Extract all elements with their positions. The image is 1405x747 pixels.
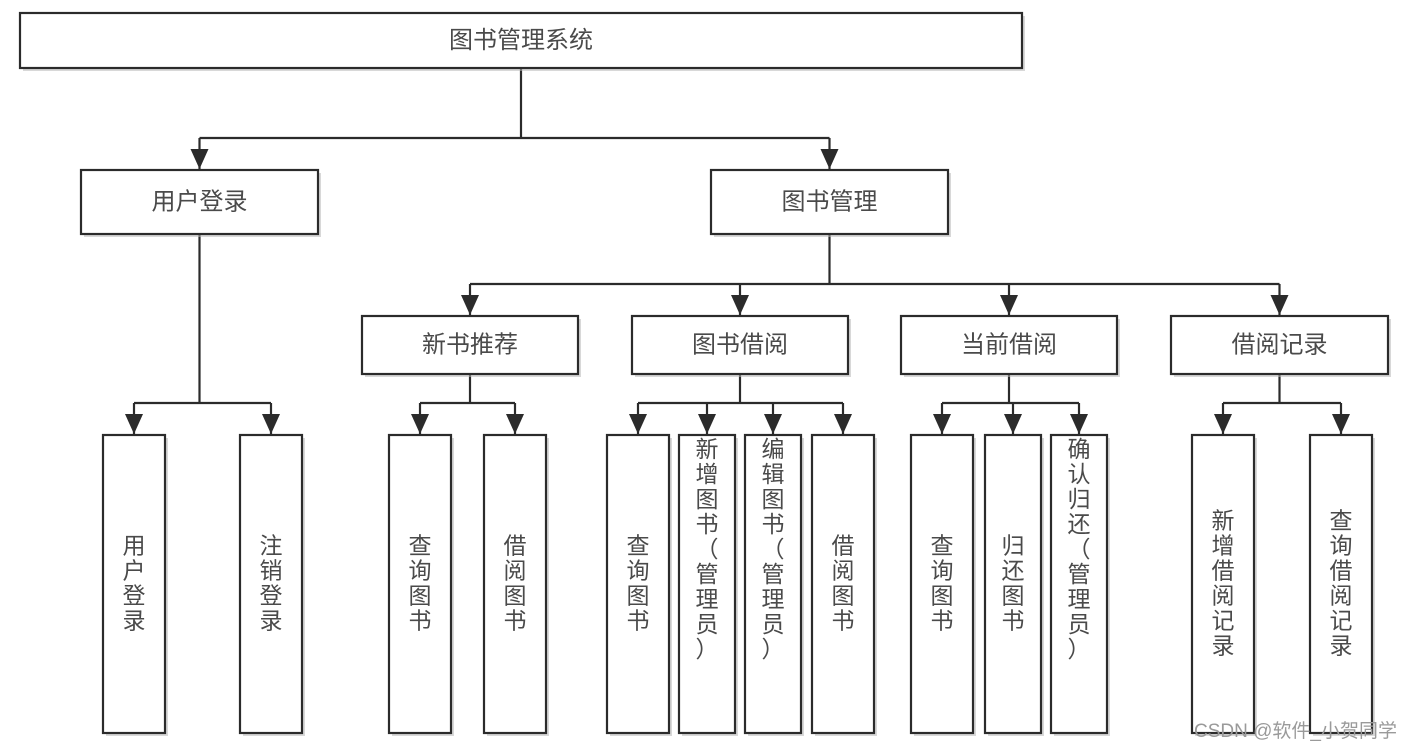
- node-user-login[interactable]: 用户登录: [79, 168, 321, 237]
- node-rect[interactable]: [709, 168, 950, 236]
- node-rect[interactable]: [630, 314, 850, 376]
- watermark-text: CSDN @软件_小贺同学: [1194, 721, 1397, 742]
- node-label: 借阅记录: [1232, 331, 1328, 358]
- arrow-head-icon: [411, 414, 429, 434]
- node-rect[interactable]: [1190, 433, 1256, 735]
- node-rect[interactable]: [360, 314, 580, 376]
- node-leaf-add-borrow-record[interactable]: 新增借阅记录: [1190, 433, 1257, 736]
- node-leaf-query-borrow-record[interactable]: 查询借阅记录: [1308, 433, 1375, 736]
- node-rect[interactable]: [79, 168, 320, 236]
- arrow-head-icon: [764, 414, 782, 434]
- node-leaf-logout[interactable]: 注销登录: [238, 433, 305, 736]
- node-leaf-confirm-return[interactable]: 确认归还（管理员）: [1049, 433, 1110, 736]
- arrow-head-icon: [1332, 414, 1350, 434]
- arrow-head-icon: [125, 414, 143, 434]
- node-label: 图书借阅: [692, 331, 788, 358]
- node-label: 查询图书: [931, 533, 954, 634]
- edges-layer: [125, 68, 1350, 434]
- node-book-management[interactable]: 图书管理: [709, 168, 951, 237]
- node-label: 新增图书（管理员）: [696, 436, 719, 662]
- node-label: 查询借阅记录: [1330, 508, 1353, 659]
- node-rect[interactable]: [605, 433, 671, 735]
- node-rect[interactable]: [983, 433, 1043, 735]
- arrow-head-icon: [1070, 414, 1088, 434]
- node-leaf-query-book-borrow[interactable]: 查询图书: [605, 433, 672, 736]
- node-rect[interactable]: [1049, 433, 1109, 735]
- node-leaf-return-book[interactable]: 归还图书: [983, 433, 1044, 736]
- node-rect[interactable]: [743, 433, 803, 735]
- node-label: 查询图书: [409, 533, 432, 634]
- node-rect[interactable]: [810, 433, 876, 735]
- node-rect[interactable]: [238, 433, 304, 735]
- node-label: 用户登录: [152, 188, 248, 215]
- arrow-head-icon: [1214, 414, 1232, 434]
- arrow-head-icon: [1004, 414, 1022, 434]
- node-new-book-recommend[interactable]: 新书推荐: [360, 314, 581, 377]
- node-label: 注销登录: [260, 533, 283, 634]
- node-label: 新书推荐: [422, 331, 518, 358]
- node-label: 图书管理: [782, 188, 878, 215]
- node-rect[interactable]: [18, 11, 1024, 70]
- arrow-head-icon: [506, 414, 524, 434]
- arrow-head-icon: [1270, 295, 1289, 315]
- node-rect[interactable]: [1308, 433, 1374, 735]
- arrow-head-icon: [933, 414, 951, 434]
- node-leaf-query-book-recommend[interactable]: 查询图书: [387, 433, 454, 736]
- node-book-borrow[interactable]: 图书借阅: [630, 314, 851, 377]
- node-leaf-user-login[interactable]: 用户登录: [101, 433, 168, 736]
- node-current-borrow[interactable]: 当前借阅: [899, 314, 1120, 377]
- arrow-head-icon: [190, 149, 209, 169]
- node-label: 当前借阅: [961, 331, 1057, 358]
- node-leaf-add-book[interactable]: 新增图书（管理员）: [677, 433, 738, 736]
- node-label: 图书管理系统: [449, 27, 593, 54]
- arrow-head-icon: [1000, 295, 1018, 315]
- node-label: 确认归还（管理员）: [1068, 436, 1091, 662]
- arrow-head-icon: [731, 295, 749, 315]
- nodes-layer: 图书管理系统用户登录图书管理新书推荐图书借阅当前借阅借阅记录用户登录注销登录查询…: [18, 11, 1391, 736]
- arrow-head-icon: [461, 295, 479, 315]
- node-label: 新增借阅记录: [1212, 508, 1235, 659]
- node-rect[interactable]: [899, 314, 1119, 376]
- node-leaf-query-book-current[interactable]: 查询图书: [909, 433, 976, 736]
- arrow-head-icon: [629, 414, 647, 434]
- node-label: 用户登录: [123, 533, 146, 634]
- node-rect[interactable]: [101, 433, 167, 735]
- node-label: 归还图书: [1002, 533, 1025, 634]
- node-leaf-edit-book[interactable]: 编辑图书（管理员）: [743, 433, 804, 736]
- node-label: 借阅图书: [504, 533, 527, 634]
- arrow-head-icon: [834, 414, 852, 434]
- node-rect[interactable]: [387, 433, 453, 735]
- arrow-head-icon: [262, 414, 280, 434]
- node-leaf-borrow-book-recommend[interactable]: 借阅图书: [482, 433, 549, 736]
- node-label: 借阅图书: [832, 533, 855, 634]
- arrow-head-icon: [698, 414, 716, 434]
- node-rect[interactable]: [909, 433, 975, 735]
- node-rect[interactable]: [482, 433, 548, 735]
- node-root[interactable]: 图书管理系统: [18, 11, 1025, 71]
- arrow-head-icon: [820, 149, 839, 169]
- node-label: 编辑图书（管理员）: [762, 436, 785, 662]
- node-borrow-record[interactable]: 借阅记录: [1169, 314, 1391, 377]
- node-rect[interactable]: [1169, 314, 1390, 376]
- node-label: 查询图书: [627, 533, 650, 634]
- node-leaf-borrow-book[interactable]: 借阅图书: [810, 433, 877, 736]
- node-rect[interactable]: [677, 433, 737, 735]
